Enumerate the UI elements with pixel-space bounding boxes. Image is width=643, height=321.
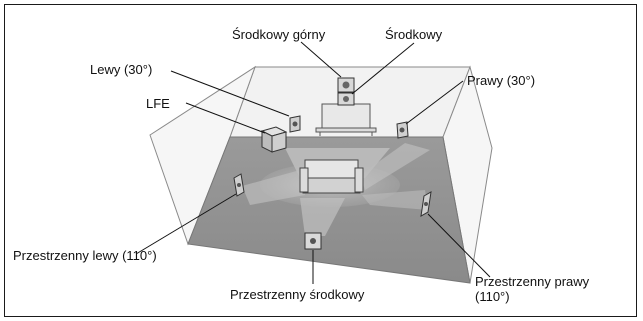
leader-left [170,70,290,117]
tv-screen [315,103,377,136]
leader-surround-left [135,193,237,255]
sofa [299,159,364,194]
leader-center [351,42,415,95]
leader-center-top [300,41,342,78]
label-right: Prawy (30°) [467,73,536,88]
label-surround-left: Przestrzenny lewy (110°) [13,248,157,263]
label-center-top: Środkowy górny [232,27,326,42]
speaker-surround-left [233,173,245,197]
speaker-lfe [260,126,288,153]
sound-beam-rear [300,198,345,236]
label-surround-center: Przestrzenny środkowy [230,287,365,302]
label-left: Lewy (30°) [90,62,153,77]
speaker-surround-center [304,232,322,250]
leader-right [405,80,464,125]
speaker-left [289,115,301,133]
label-center: Środkowy [385,27,443,42]
label-lfe: LFE [146,96,170,111]
speaker-center-top [337,77,355,93]
speaker-center [337,92,355,106]
leader-surround-right [427,213,491,278]
leader-lfe [185,102,266,134]
speaker-right [396,121,409,139]
speaker-surround-right [420,191,432,217]
label-surround-right: Przestrzenny prawy (110°) [475,274,590,304]
